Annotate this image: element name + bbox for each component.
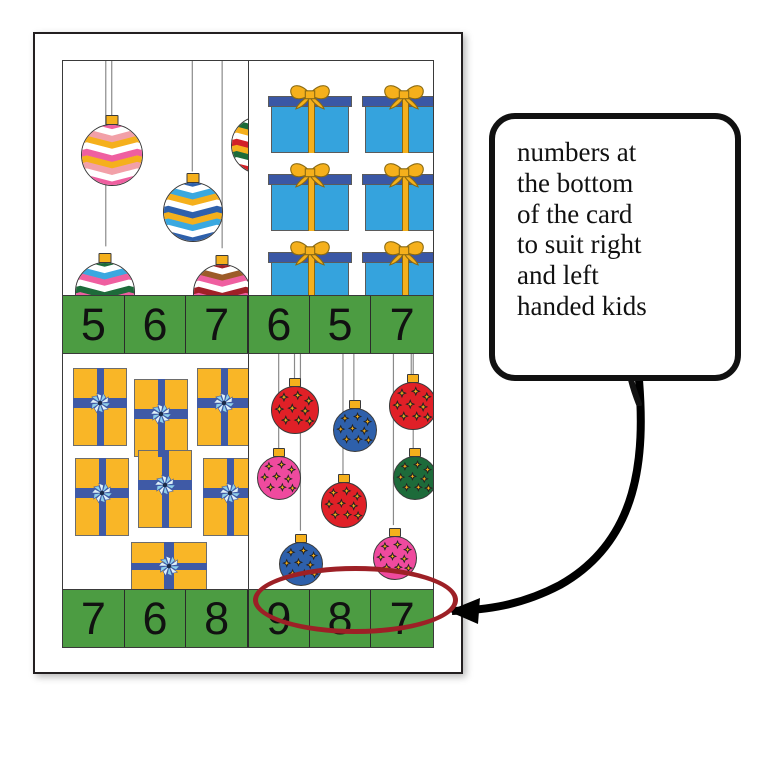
ornament-cap-icon	[389, 528, 401, 537]
ornament-ball	[333, 408, 377, 452]
number-cell[interactable]: 5	[309, 296, 372, 353]
yellow-gift-box-icon	[197, 368, 248, 446]
blue-gift-box-icon	[361, 239, 433, 295]
gift-bow-icon	[290, 85, 330, 110]
top-number-row: 5 6 7 6 5 7	[63, 295, 434, 354]
blue-gift-box-icon	[267, 239, 353, 295]
star-ornament-icon	[333, 398, 377, 453]
ornament-cap-icon	[289, 378, 301, 387]
yellow-gift-box-icon	[75, 458, 129, 536]
gift-ribbon	[402, 175, 410, 231]
blue-gift-box-icon	[361, 161, 433, 231]
gift-bow-icon	[290, 163, 330, 188]
number-group-highlight-ellipse	[253, 566, 458, 634]
star-ornament-icon	[389, 372, 433, 431]
yellow-gift-box-icon	[134, 379, 188, 457]
star-ornament-group	[249, 354, 433, 589]
blue-gift-box-icon	[361, 83, 433, 153]
number-cell[interactable]: 6	[124, 590, 187, 647]
ornament-cap-icon	[295, 534, 307, 543]
yellow-gift-box-icon	[131, 542, 207, 589]
panel-star-ornaments	[248, 354, 433, 589]
ornament-ball	[163, 182, 223, 242]
gift-bow-icon	[384, 163, 424, 188]
gift-rosette-icon	[154, 474, 176, 496]
number-cell[interactable]: 5	[63, 296, 125, 353]
gift-bow-icon	[290, 241, 330, 266]
callout-text: numbers at the bottom of the card to sui…	[517, 137, 647, 321]
ornament-ball	[321, 482, 367, 528]
gift-body	[365, 261, 433, 295]
gift-rosette-icon	[91, 482, 113, 504]
gift-rosette-icon	[150, 403, 172, 425]
number-cell[interactable]: 6	[248, 296, 310, 353]
gift-ribbon	[308, 97, 316, 153]
ornament-cap-icon	[409, 448, 421, 457]
panel-chevron-ornaments	[63, 61, 248, 295]
bottom-panel-row	[63, 354, 433, 589]
gift-bow-icon	[384, 241, 424, 266]
ornament-ball	[257, 456, 301, 500]
star-ornament-icon	[393, 446, 433, 501]
ornament-ball	[81, 124, 143, 186]
blue-gift-box-icon	[267, 83, 353, 153]
number-cell[interactable]: 6	[124, 296, 187, 353]
card-bottom-half: 7 6 8 9 8 7	[63, 354, 434, 647]
number-cell[interactable]: 7	[63, 590, 125, 647]
ornament-cap-icon	[407, 374, 419, 383]
yellow-gift-box-icon	[73, 368, 127, 446]
panel-blue-gift-boxes	[248, 61, 433, 295]
chevron-ornament-icon	[193, 253, 248, 295]
star-ornament-icon	[257, 446, 301, 501]
gift-rosette-icon	[213, 392, 235, 414]
gift-body	[365, 105, 433, 153]
number-cell[interactable]: 7	[186, 296, 249, 353]
ornament-cap-icon	[215, 255, 229, 265]
ornament-cap-icon	[105, 115, 119, 125]
card-grid: 5 6 7 6 5 7	[62, 60, 434, 648]
yellow-gift-group	[63, 354, 248, 589]
ornament-ball	[193, 264, 248, 295]
chevron-ornament-group	[63, 61, 248, 295]
yellow-gift-box-icon	[138, 450, 192, 528]
chevron-ornament-icon	[75, 251, 135, 295]
yellow-gift-box-icon	[203, 458, 248, 536]
gift-rosette-icon	[157, 555, 181, 578]
number-cell[interactable]: 8	[186, 590, 249, 647]
gift-ribbon	[308, 253, 316, 295]
star-ornament-icon	[271, 376, 319, 435]
ornament-ball	[231, 116, 248, 174]
ornament-ball	[75, 262, 135, 295]
ornament-cap-icon	[349, 400, 361, 409]
gift-ribbon	[308, 175, 316, 231]
number-cell[interactable]: 7	[371, 296, 434, 353]
ornament-cap-icon	[338, 474, 350, 483]
gift-rosette-icon	[89, 392, 111, 414]
chevron-ornament-icon	[81, 113, 143, 187]
ornament-ball	[271, 386, 319, 434]
blue-gift-box-icon	[267, 161, 353, 231]
star-ornament-icon	[321, 472, 367, 529]
chevron-ornament-icon	[231, 105, 248, 175]
worksheet-card: 5 6 7 6 5 7	[33, 32, 463, 674]
ornament-ball	[389, 382, 433, 430]
ornament-cap-icon	[186, 173, 200, 183]
gift-bow-icon	[384, 85, 424, 110]
ornament-cap-icon	[98, 253, 112, 263]
blue-gift-group	[249, 61, 433, 295]
gift-ribbon	[402, 253, 410, 295]
gift-ribbon	[402, 97, 410, 153]
panel-yellow-gift-boxes	[63, 354, 248, 589]
gift-body	[365, 183, 433, 231]
top-panel-row	[63, 61, 433, 295]
ornament-cap-icon	[273, 448, 285, 457]
gift-rosette-icon	[219, 482, 241, 504]
ornament-ball	[393, 456, 433, 500]
chevron-ornament-icon	[163, 171, 223, 243]
card-top-half: 5 6 7 6 5 7	[63, 61, 434, 354]
callout-bubble: numbers at the bottom of the card to sui…	[489, 113, 741, 381]
